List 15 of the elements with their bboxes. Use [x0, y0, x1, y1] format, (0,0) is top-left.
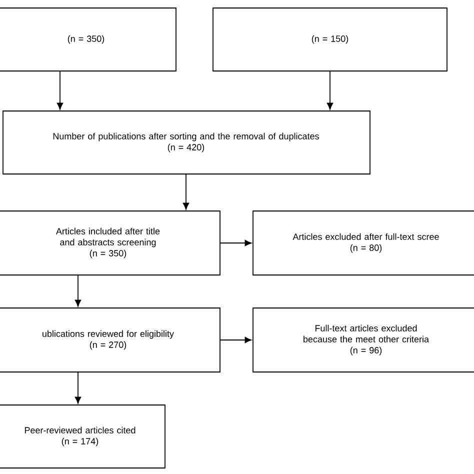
process-box: ublications reviewed for eligibility (n = 270) [0, 308, 220, 372]
process-box: Full-text articles excluded because the meet other criteria (n = 96) [252, 308, 474, 372]
arrow [56, 70, 64, 110]
process-box: (n = 150) [212, 8, 448, 72]
arrow [74, 372, 82, 404]
process-box: Articles included after title and abstracts screening (n = 350) [0, 210, 220, 276]
arrow [220, 336, 252, 344]
process-box: (n = 350) [0, 8, 176, 72]
process-box: Peer-reviewed articles cited (n = 174) [0, 404, 166, 468]
arrow [326, 70, 334, 110]
arrow [182, 174, 190, 210]
process-box: Articles excluded after full-text scree (n = 80) [252, 210, 474, 276]
process-box: Number of publications after sorting and the removal of duplicates (n = 420) [2, 110, 370, 174]
arrow [74, 274, 82, 307]
arrow [220, 240, 252, 246]
